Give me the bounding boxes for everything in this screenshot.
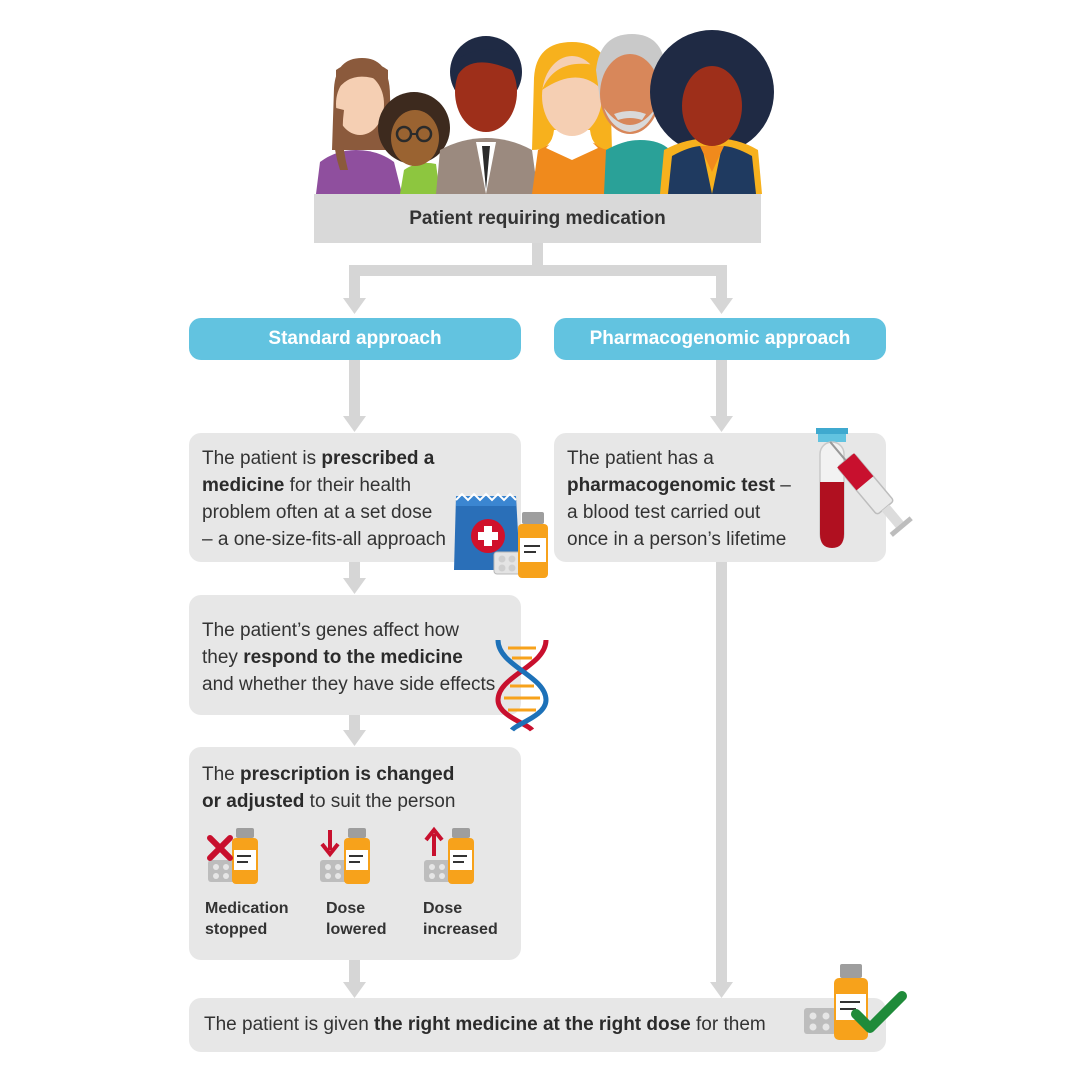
title-bar: Patient requiring medication <box>314 194 761 243</box>
person-older-man-icon <box>596 34 674 194</box>
option-stopped-label: Medication stopped <box>205 900 289 938</box>
standard-approach-pill: Standard approach <box>189 318 521 360</box>
step-prescribed-text: The patient is prescribed a medicine for… <box>202 448 446 550</box>
step-pgx-test-text: The patient has a pharmacogenomic test –… <box>567 448 791 550</box>
dna-helix-icon <box>495 639 549 732</box>
person-woman-afro-icon <box>650 30 774 194</box>
option-lowered-label: Dose lowered <box>326 900 387 938</box>
person-woman-blonde-icon <box>532 42 616 194</box>
step-genes-box: The patient’s genes affect how they resp… <box>189 595 521 715</box>
x-mark-icon <box>207 828 258 884</box>
pharmacogenomic-approach-pill: Pharmacogenomic approach <box>554 318 886 360</box>
medicine-bag-icon <box>454 492 548 578</box>
person-child-glasses-icon <box>378 92 450 194</box>
blood-test-tube-icon <box>816 428 913 548</box>
arrow-up-icon <box>424 826 474 884</box>
person-woman-purple-icon <box>316 58 402 194</box>
arrow-down-icon <box>320 828 370 884</box>
step-adjusted-text: The prescription is changed or adjusted … <box>202 764 456 812</box>
right-dose-check-icon <box>804 964 907 1040</box>
step-genes-text: The patient’s genes affect how they resp… <box>202 620 496 695</box>
final-outcome-text: The patient is given the right medicine … <box>204 1014 766 1035</box>
option-increased-label: Dose increased <box>423 900 498 938</box>
person-man-suit-icon <box>436 36 538 194</box>
final-outcome-box: The patient is given the right medicine … <box>189 998 886 1052</box>
